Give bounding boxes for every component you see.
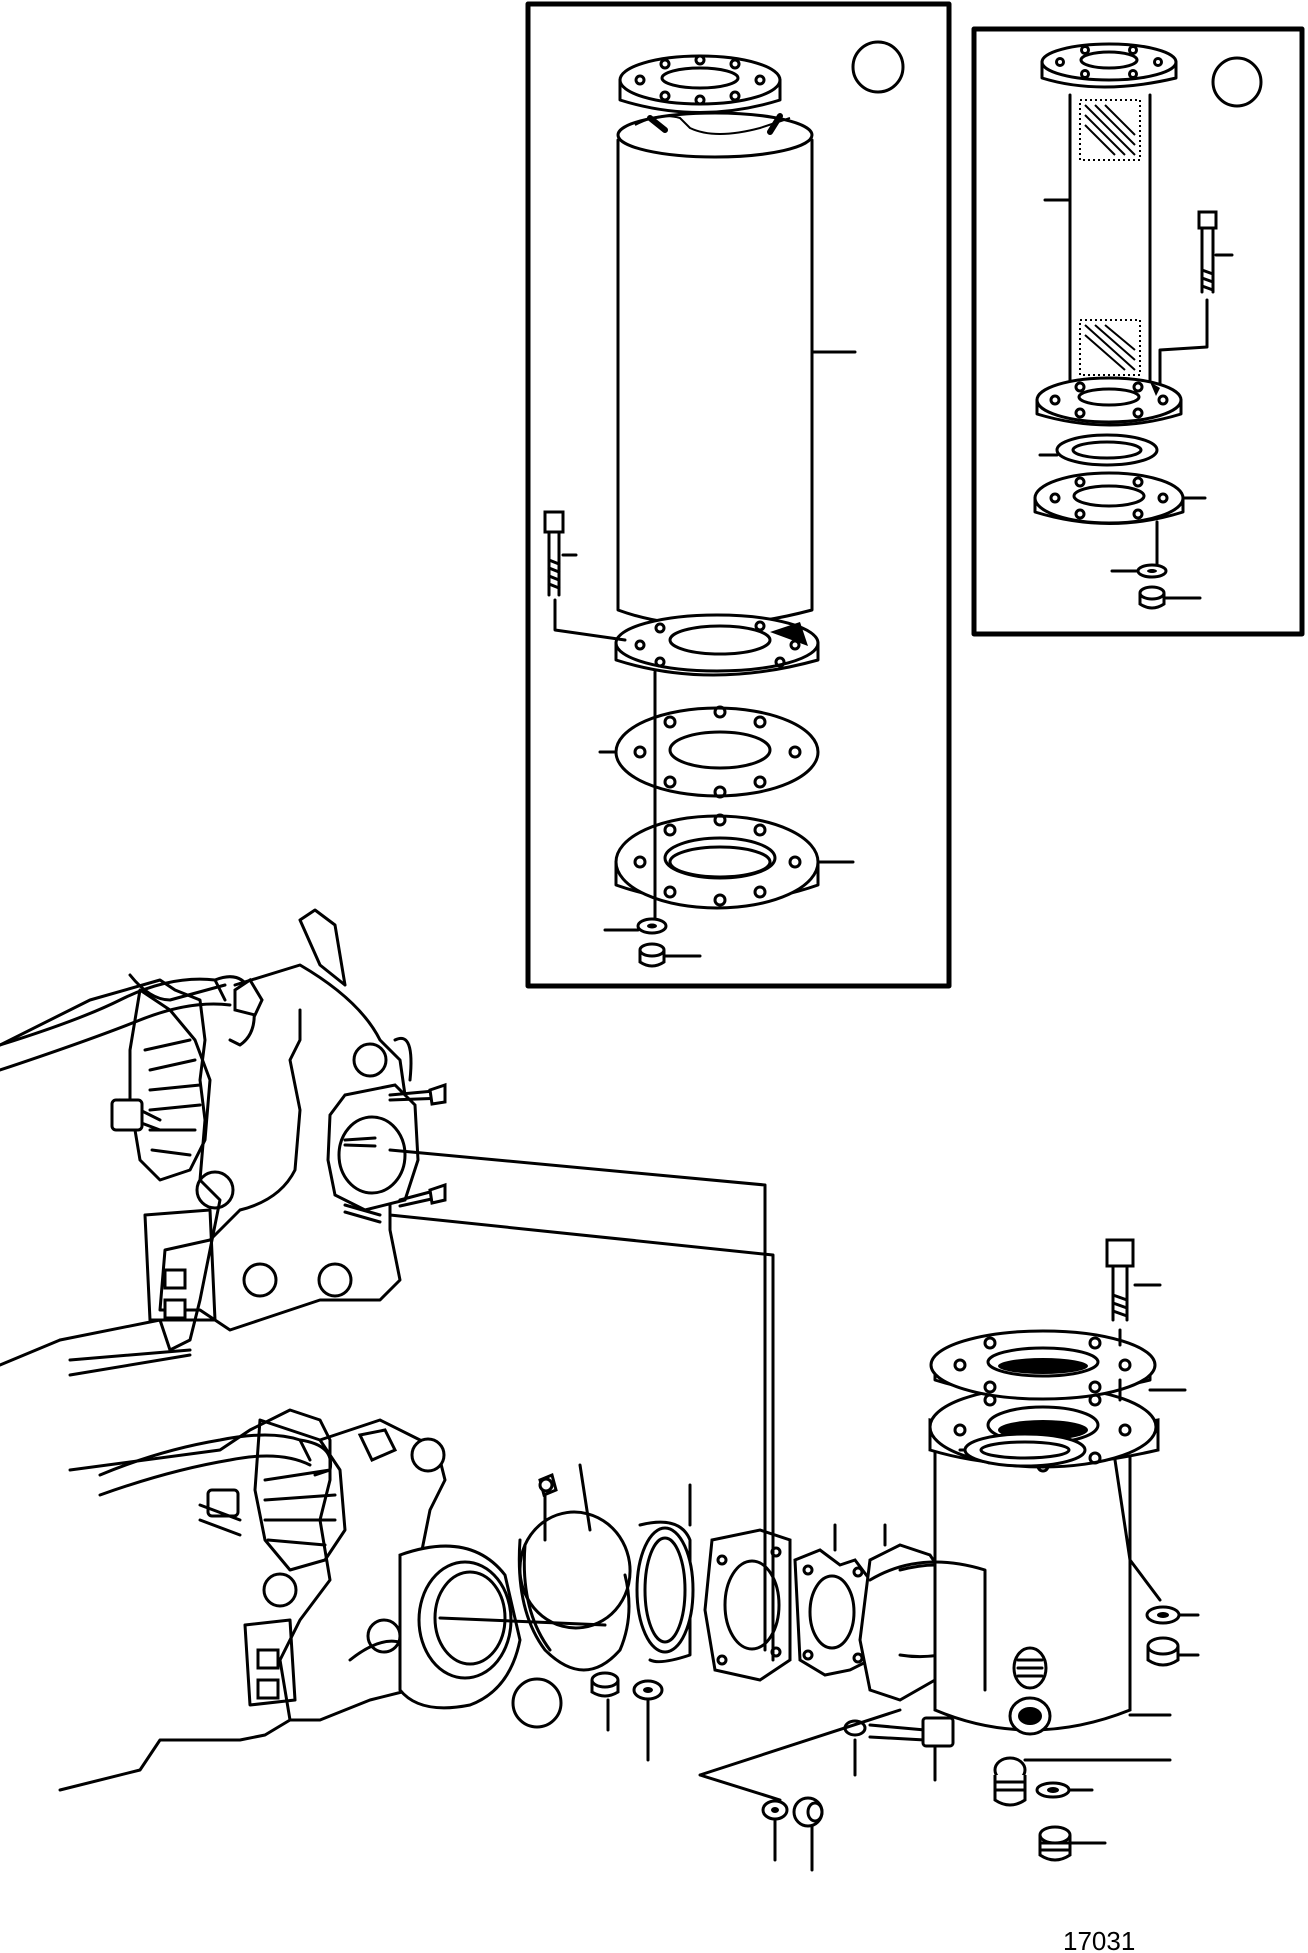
circle-marker-icon xyxy=(851,40,905,94)
circle-marker-icon xyxy=(1211,56,1263,108)
drain-plug xyxy=(993,1756,1172,1807)
clamp-ring-icon xyxy=(517,1463,632,1672)
washer-icon xyxy=(1035,1781,1094,1799)
connection-flange xyxy=(703,1528,792,1682)
bellows-joint xyxy=(635,1483,695,1664)
lower-pipe-flange xyxy=(614,613,820,677)
engine-exhaust-flange xyxy=(326,1082,447,1224)
nut-icon xyxy=(792,1796,824,1872)
bottom-flange xyxy=(614,813,855,910)
exhaust-pipe-long xyxy=(616,111,857,627)
bolt-icon xyxy=(1158,210,1234,392)
top-flange xyxy=(618,54,782,114)
nut-icon xyxy=(590,1671,620,1732)
inset-panel-flexible-pipe xyxy=(971,26,1305,637)
washer-icon xyxy=(603,917,668,935)
engine-upper-view xyxy=(0,908,413,1377)
washer-icon xyxy=(632,1679,664,1762)
square-gasket xyxy=(793,1523,872,1677)
gasket-ring xyxy=(1038,433,1159,467)
drain-plug-lower xyxy=(1038,1825,1107,1862)
washer-icon xyxy=(761,1799,789,1862)
nut-icon xyxy=(638,942,702,968)
bolt-icon xyxy=(1105,1238,1162,1602)
riser-top-flange xyxy=(929,1329,1187,1401)
gasket xyxy=(598,705,820,799)
washer-icon xyxy=(1110,563,1168,579)
nut-icon xyxy=(1146,1636,1200,1667)
riser-gasket-ring xyxy=(958,1432,1087,1468)
engine-lower-view xyxy=(58,1408,607,1792)
washer-icon xyxy=(1145,1605,1200,1625)
top-flange xyxy=(1040,42,1178,89)
bolt-icon xyxy=(543,510,627,642)
circle-marker-icon xyxy=(511,1677,563,1729)
bolt-icon xyxy=(843,1716,955,1782)
pipe-flange xyxy=(1035,376,1183,427)
inset-panel-long-pipe xyxy=(525,1,952,989)
bottom-flange xyxy=(1033,471,1207,525)
figure-number: 17031 xyxy=(1063,1926,1135,1953)
flexible-pipe xyxy=(1043,93,1152,382)
nut-icon xyxy=(1138,585,1202,610)
